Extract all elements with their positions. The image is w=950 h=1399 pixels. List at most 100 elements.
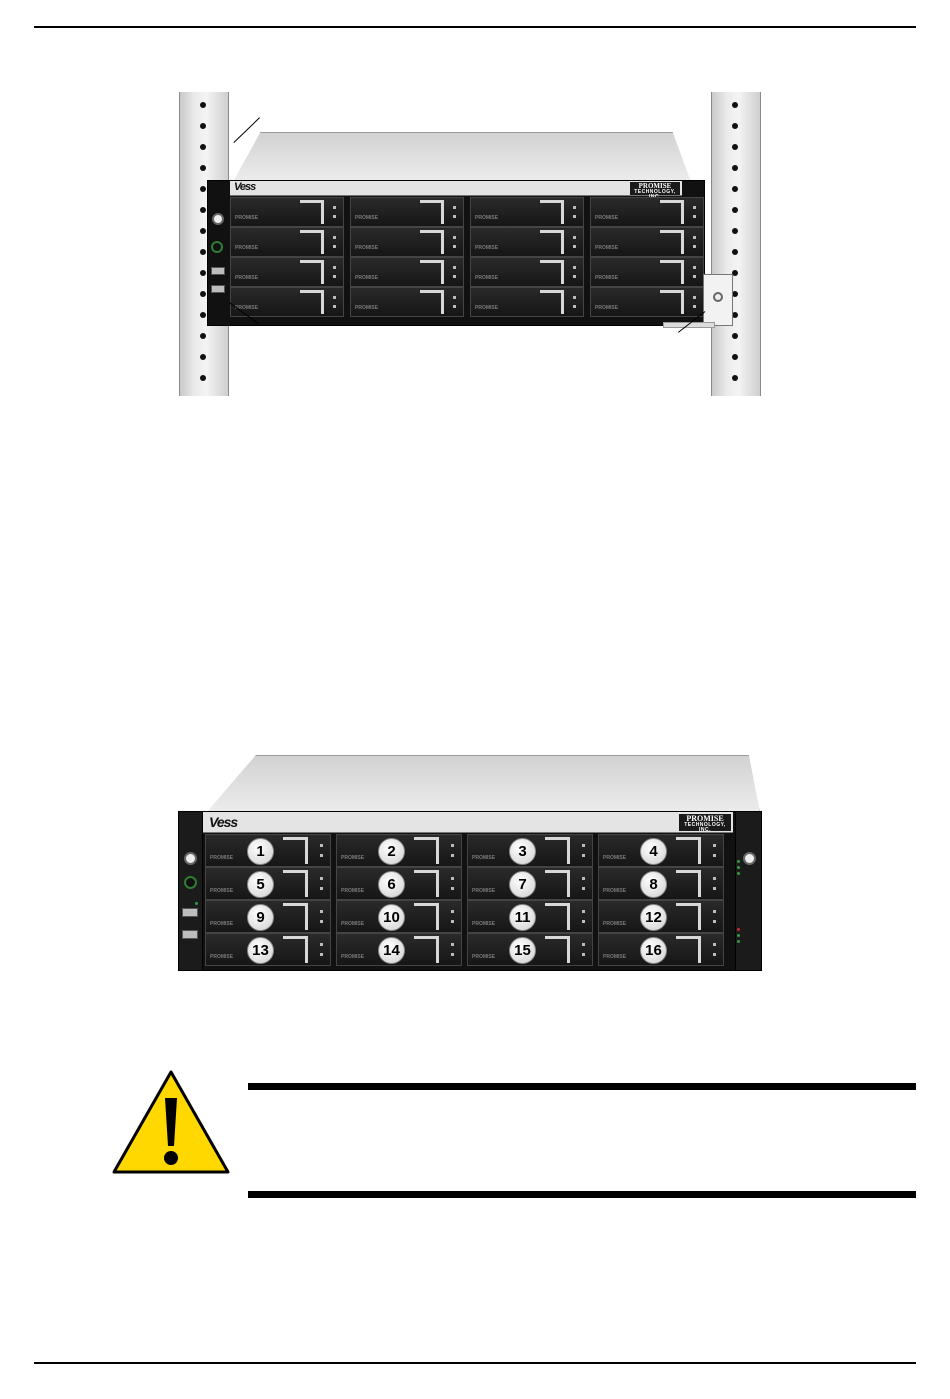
drive-brand-label: PROMISE [210, 888, 234, 894]
drive-brand-label: PROMISE [210, 921, 234, 927]
drive-bay-number: 15 [509, 937, 536, 964]
drive-brand-label: PROMISE [210, 855, 234, 861]
drive-bay[interactable]: PROMISE [230, 197, 344, 227]
drive-bay[interactable]: PROMISE [230, 287, 344, 317]
drive-handle [567, 837, 570, 864]
drive-handle [420, 290, 442, 293]
drive-led [333, 275, 336, 278]
drive-handle [660, 200, 682, 203]
drive-handle [681, 290, 684, 314]
drive-bay[interactable]: PROMISE 13 [205, 933, 331, 966]
rack-hole [200, 186, 206, 192]
drive-led [453, 296, 456, 299]
drive-led [713, 887, 716, 890]
drive-led [713, 877, 716, 880]
drive-bay[interactable]: PROMISE [350, 197, 464, 227]
drive-handle [567, 870, 570, 897]
drive-bay[interactable]: PROMISE [230, 227, 344, 257]
drive-brand-label: PROMISE [595, 215, 619, 221]
status-led [737, 872, 740, 875]
rack-hole [732, 333, 738, 339]
drive-bay[interactable]: PROMISE [470, 257, 584, 287]
drive-bay[interactable]: PROMISE [590, 257, 704, 287]
drive-handle [561, 290, 564, 314]
drive-led [693, 245, 696, 248]
header-rule [34, 26, 916, 28]
drive-brand-label: PROMISE [355, 275, 379, 281]
drive-bay[interactable]: PROMISE [470, 287, 584, 317]
drive-bay-number: 13 [247, 937, 274, 964]
drive-led [582, 943, 585, 946]
drive-handle [660, 260, 682, 263]
drive-brand-label: PROMISE [475, 305, 499, 311]
drive-led [693, 215, 696, 218]
drive-brand-label: PROMISE [472, 888, 496, 894]
drive-bay-number: 1 [247, 838, 274, 865]
drive-bay-number: 2 [378, 838, 405, 865]
drive-bay[interactable]: PROMISE [590, 287, 704, 317]
drive-brand-label: PROMISE [475, 245, 499, 251]
drive-bay[interactable]: PROMISE [590, 197, 704, 227]
drive-led [582, 844, 585, 847]
drive-handle [414, 837, 439, 840]
drive-handle [698, 936, 701, 963]
drive-handle [676, 903, 701, 906]
drive-led [453, 206, 456, 209]
drive-brand-label: PROMISE [475, 275, 499, 281]
drive-bay[interactable]: PROMISE [350, 287, 464, 317]
drive-handle [321, 230, 324, 254]
drive-handle [305, 870, 308, 897]
drive-handle [681, 260, 684, 284]
drive-led [693, 296, 696, 299]
drive-led [320, 877, 323, 880]
usb-port-icon [182, 908, 198, 917]
drive-bay[interactable]: PROMISE [470, 227, 584, 257]
drive-bay[interactable]: PROMISE [590, 227, 704, 257]
rack-hole [200, 354, 206, 360]
drive-brand-label: PROMISE [210, 954, 234, 960]
drive-brand-label: PROMISE [341, 921, 365, 927]
power-button-icon[interactable] [211, 241, 223, 253]
drive-bay[interactable]: PROMISE [350, 227, 464, 257]
drive-handle [300, 260, 322, 263]
rack-hole [732, 102, 738, 108]
drive-led [320, 844, 323, 847]
drive-led [693, 206, 696, 209]
vess-logo: Vess [234, 181, 256, 193]
drive-handle [436, 870, 439, 897]
drive-handle [300, 230, 322, 233]
drive-bay[interactable]: PROMISE [230, 257, 344, 287]
drive-handle [300, 290, 322, 293]
drive-brand-label: PROMISE [595, 305, 619, 311]
rack-hole [200, 375, 206, 381]
chassis-top-cover [206, 755, 760, 813]
power-button-icon[interactable] [184, 876, 197, 889]
rack-hole [200, 123, 206, 129]
drive-bay[interactable]: PROMISE 1 [205, 834, 331, 867]
drive-handle [321, 260, 324, 284]
drive-handle [441, 230, 444, 254]
usb-port-icon [211, 285, 225, 293]
drive-led [451, 854, 454, 857]
drive-bay[interactable]: PROMISE [470, 197, 584, 227]
drive-handle [561, 200, 564, 224]
drive-bay[interactable]: PROMISE [350, 257, 464, 287]
